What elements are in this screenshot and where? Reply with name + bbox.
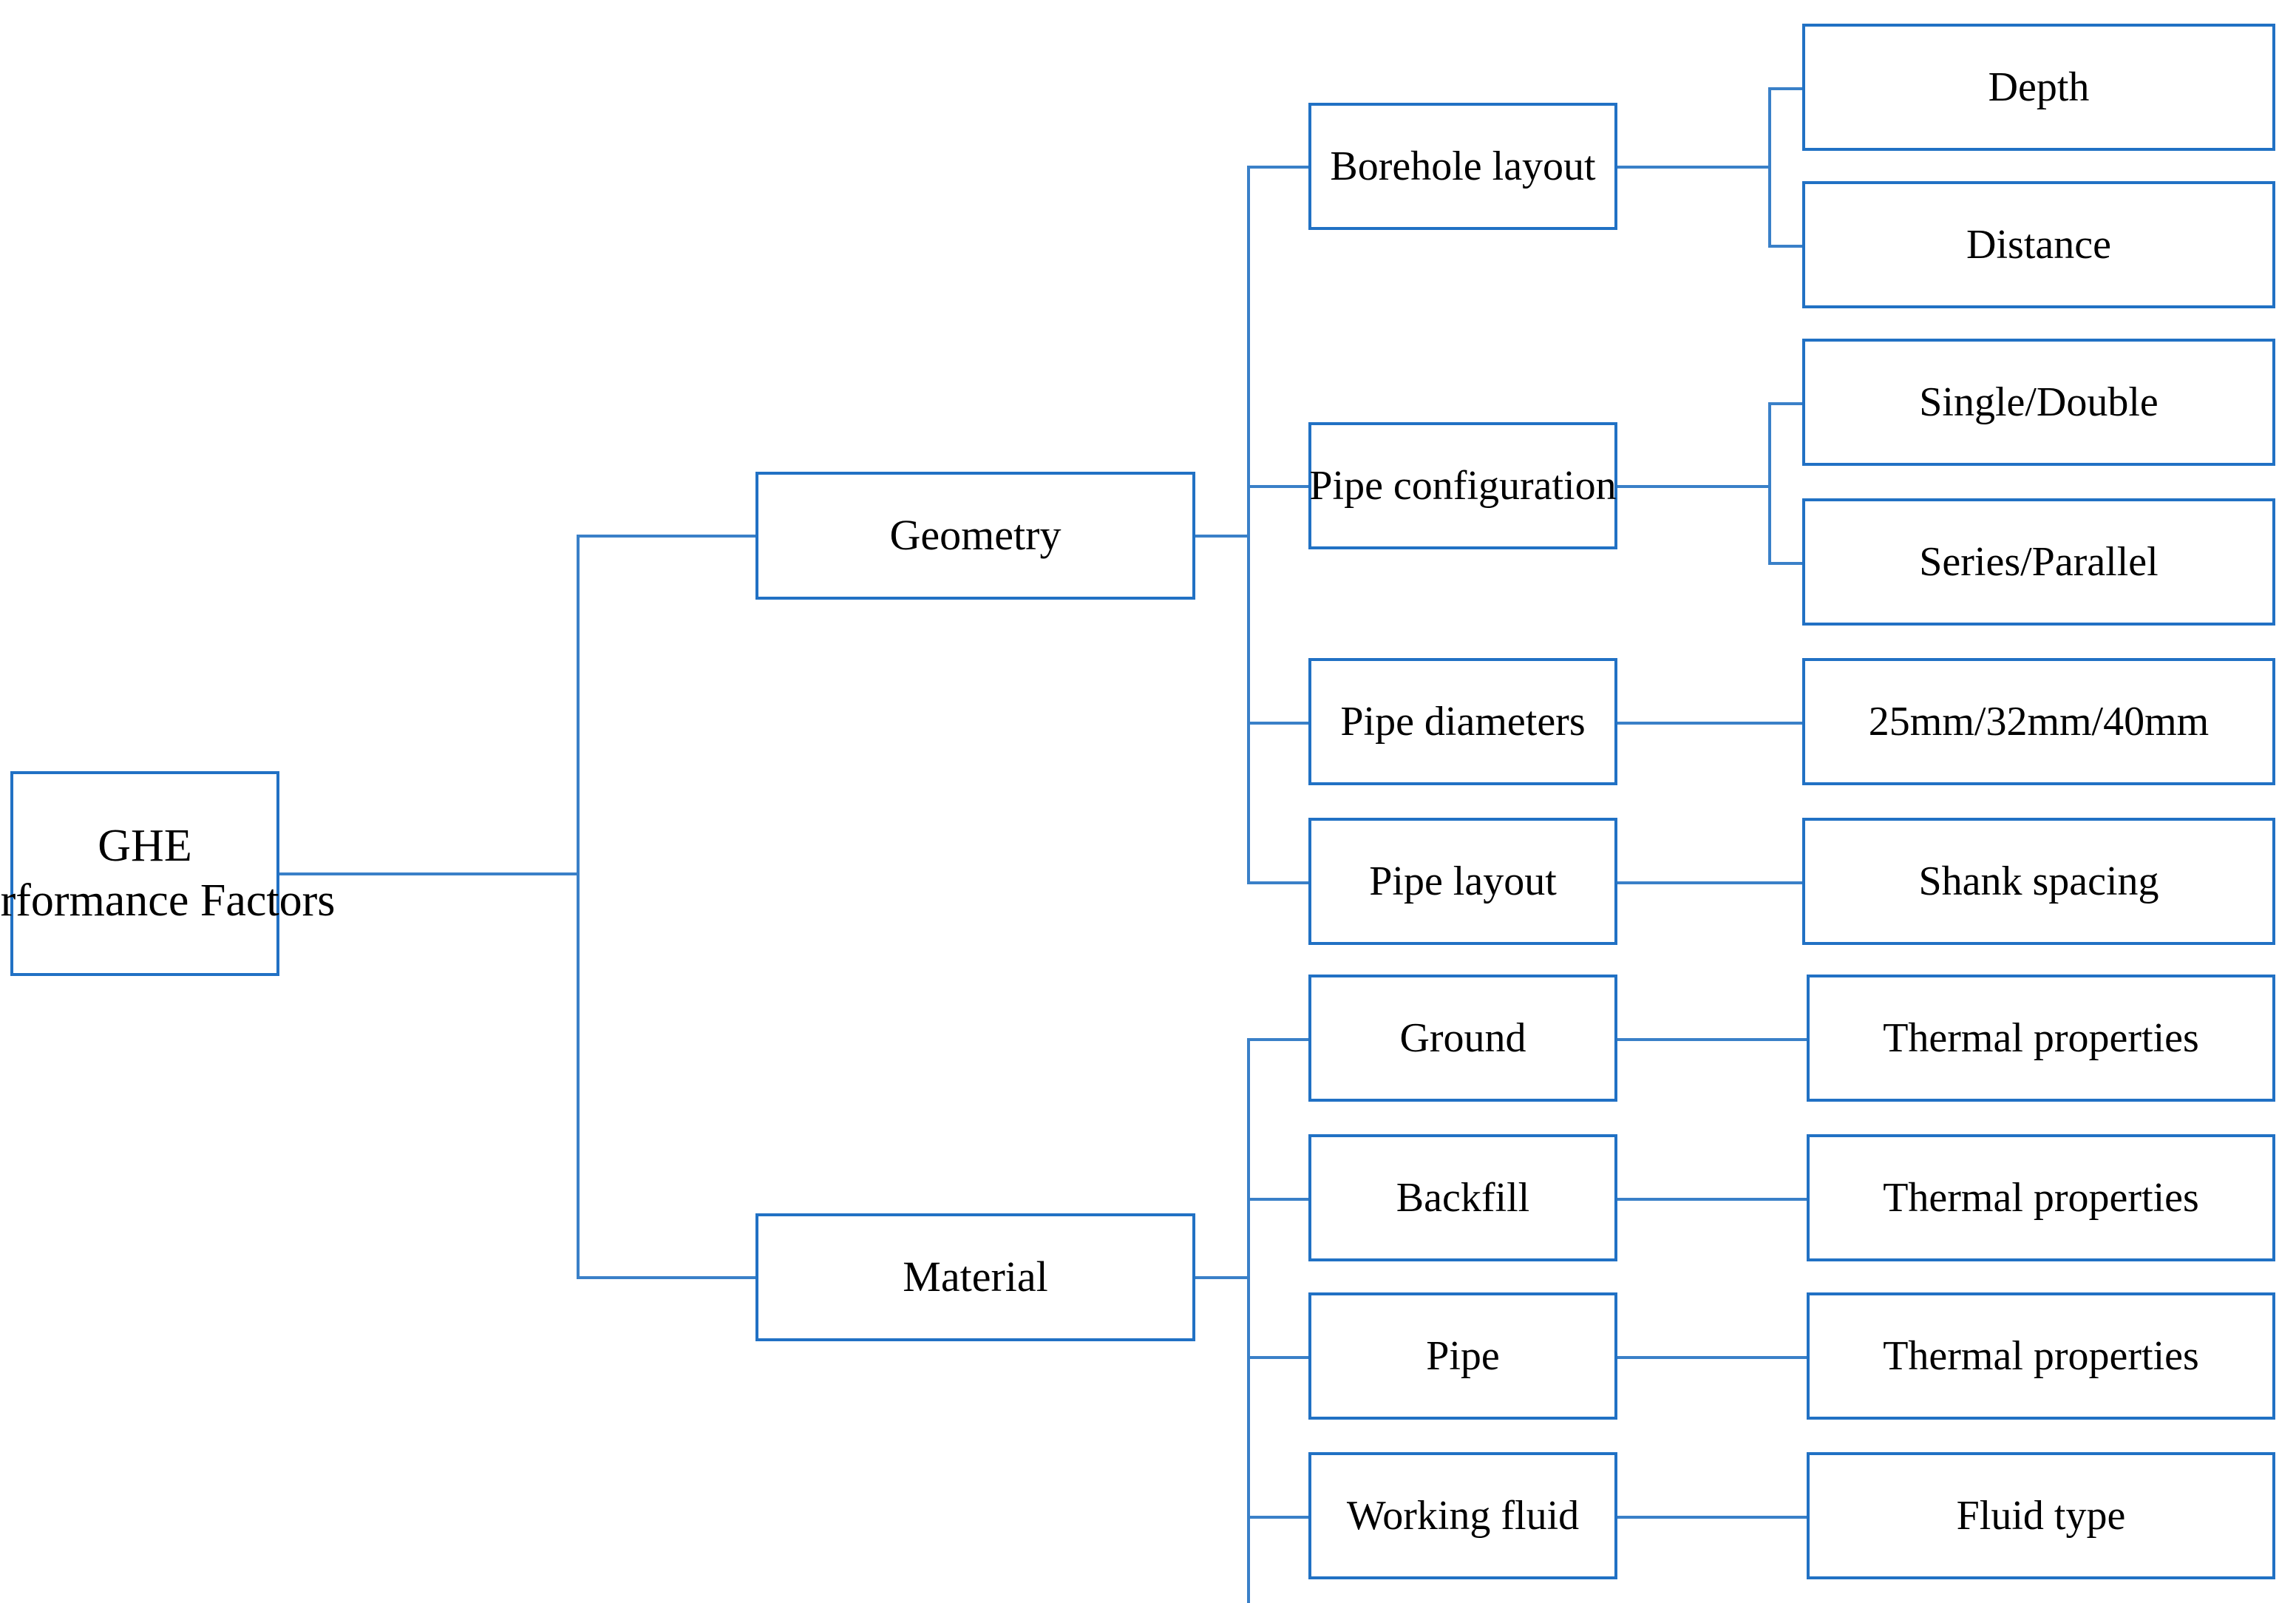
connector-material-backfill [1247,1198,1310,1201]
node-single-double-label: Single/Double [1919,379,2159,425]
connector-ground-thermal [1616,1038,1808,1041]
node-working-fluid-label: Working fluid [1346,1492,1580,1539]
node-pipe-configuration-label: Pipe configuration [1309,462,1617,509]
node-pipe-diameters-label: Pipe diameters [1340,698,1586,745]
connector-geometry-pipediam [1247,722,1310,725]
node-fluid-type[interactable]: Fluid type [1807,1452,2275,1579]
node-shank-spacing[interactable]: Shank spacing [1802,818,2275,945]
connector-trunk-geometry [577,535,758,538]
connector-borehole-stub [1616,166,1771,169]
node-pipe-thermal-properties-label: Thermal properties [1883,1332,2199,1379]
node-pipe-diameter-values-label: 25mm/32mm/40mm [1868,698,2210,745]
connector-pipeconfig-stub [1616,485,1771,488]
node-root-label-line2: Performance Factors [0,875,336,926]
node-working-fluid[interactable]: Working fluid [1308,1452,1617,1579]
connector-pipe-thermal [1616,1356,1808,1359]
node-ground-label: Ground [1399,1014,1526,1061]
node-material[interactable]: Material [755,1213,1195,1341]
connector-geometry-borehole [1247,166,1310,169]
connector-geometry-pipelayout [1247,881,1310,884]
connector-material-stub [1192,1276,1250,1279]
node-pipe-layout[interactable]: Pipe layout [1308,818,1617,945]
node-pipe-label: Pipe [1426,1332,1500,1379]
connector-borehole-split [1768,87,1771,247]
connector-fluid-type [1616,1516,1808,1519]
node-material-label: Material [903,1253,1048,1301]
connector-backfill-thermal [1616,1198,1808,1201]
connector-geometry-pipeconfig [1247,485,1310,488]
connector-pipediam-values [1616,722,1804,725]
connector-geometry-stub [1192,535,1250,538]
node-ground-thermal-properties-label: Thermal properties [1883,1014,2199,1061]
node-geometry[interactable]: Geometry [755,472,1195,600]
node-ground[interactable]: Ground [1308,975,1617,1102]
connector-material-spine [1247,1038,1250,1603]
node-pipe-thermal-properties[interactable]: Thermal properties [1807,1292,2275,1420]
connector-borehole-depth [1768,87,1804,90]
connector-root-stub [276,872,580,875]
node-pipe-diameters[interactable]: Pipe diameters [1308,658,1617,785]
node-backfill-thermal-properties-label: Thermal properties [1883,1174,2199,1221]
node-fluid-type-label: Fluid type [1956,1492,2126,1539]
node-shank-spacing-label: Shank spacing [1918,858,2159,904]
node-distance[interactable]: Distance [1802,181,2275,308]
node-root[interactable]: GHE Performance Factors [0,771,335,976]
node-depth-label: Depth [1988,64,2090,110]
connector-pipeconfig-series [1768,562,1804,565]
node-borehole-layout-label: Borehole layout [1330,143,1596,189]
node-ground-thermal-properties[interactable]: Thermal properties [1807,975,2275,1102]
node-backfill-label: Backfill [1396,1174,1530,1221]
node-geometry-label: Geometry [889,511,1062,560]
node-pipe[interactable]: Pipe [1308,1292,1617,1420]
connector-material-ground [1247,1038,1310,1041]
connector-geometry-spine [1247,166,1250,884]
node-distance-label: Distance [1966,221,2111,268]
connector-material-pipe [1247,1356,1310,1359]
node-single-double[interactable]: Single/Double [1802,339,2275,466]
node-borehole-layout[interactable]: Borehole layout [1308,103,1617,230]
connector-pipeconfig-split [1768,402,1771,565]
connector-material-fluid [1247,1516,1310,1519]
node-backfill[interactable]: Backfill [1308,1134,1617,1261]
node-depth[interactable]: Depth [1802,24,2275,151]
node-root-label: GHE Performance Factors [0,819,335,927]
node-series-parallel-label: Series/Parallel [1919,538,2159,585]
node-pipe-layout-label: Pipe layout [1369,858,1557,904]
node-pipe-diameter-values[interactable]: 25mm/32mm/40mm [1802,658,2275,785]
connector-borehole-distance [1768,245,1804,248]
node-root-label-line1: GHE [98,821,192,872]
connector-trunk-material [577,1276,758,1279]
node-backfill-thermal-properties[interactable]: Thermal properties [1807,1134,2275,1261]
node-series-parallel[interactable]: Series/Parallel [1802,498,2275,626]
connector-pipelayout-shank [1616,881,1804,884]
connector-trunk-vertical [577,535,580,1279]
node-pipe-configuration[interactable]: Pipe configuration [1308,422,1617,549]
connector-pipeconfig-single [1768,402,1804,405]
